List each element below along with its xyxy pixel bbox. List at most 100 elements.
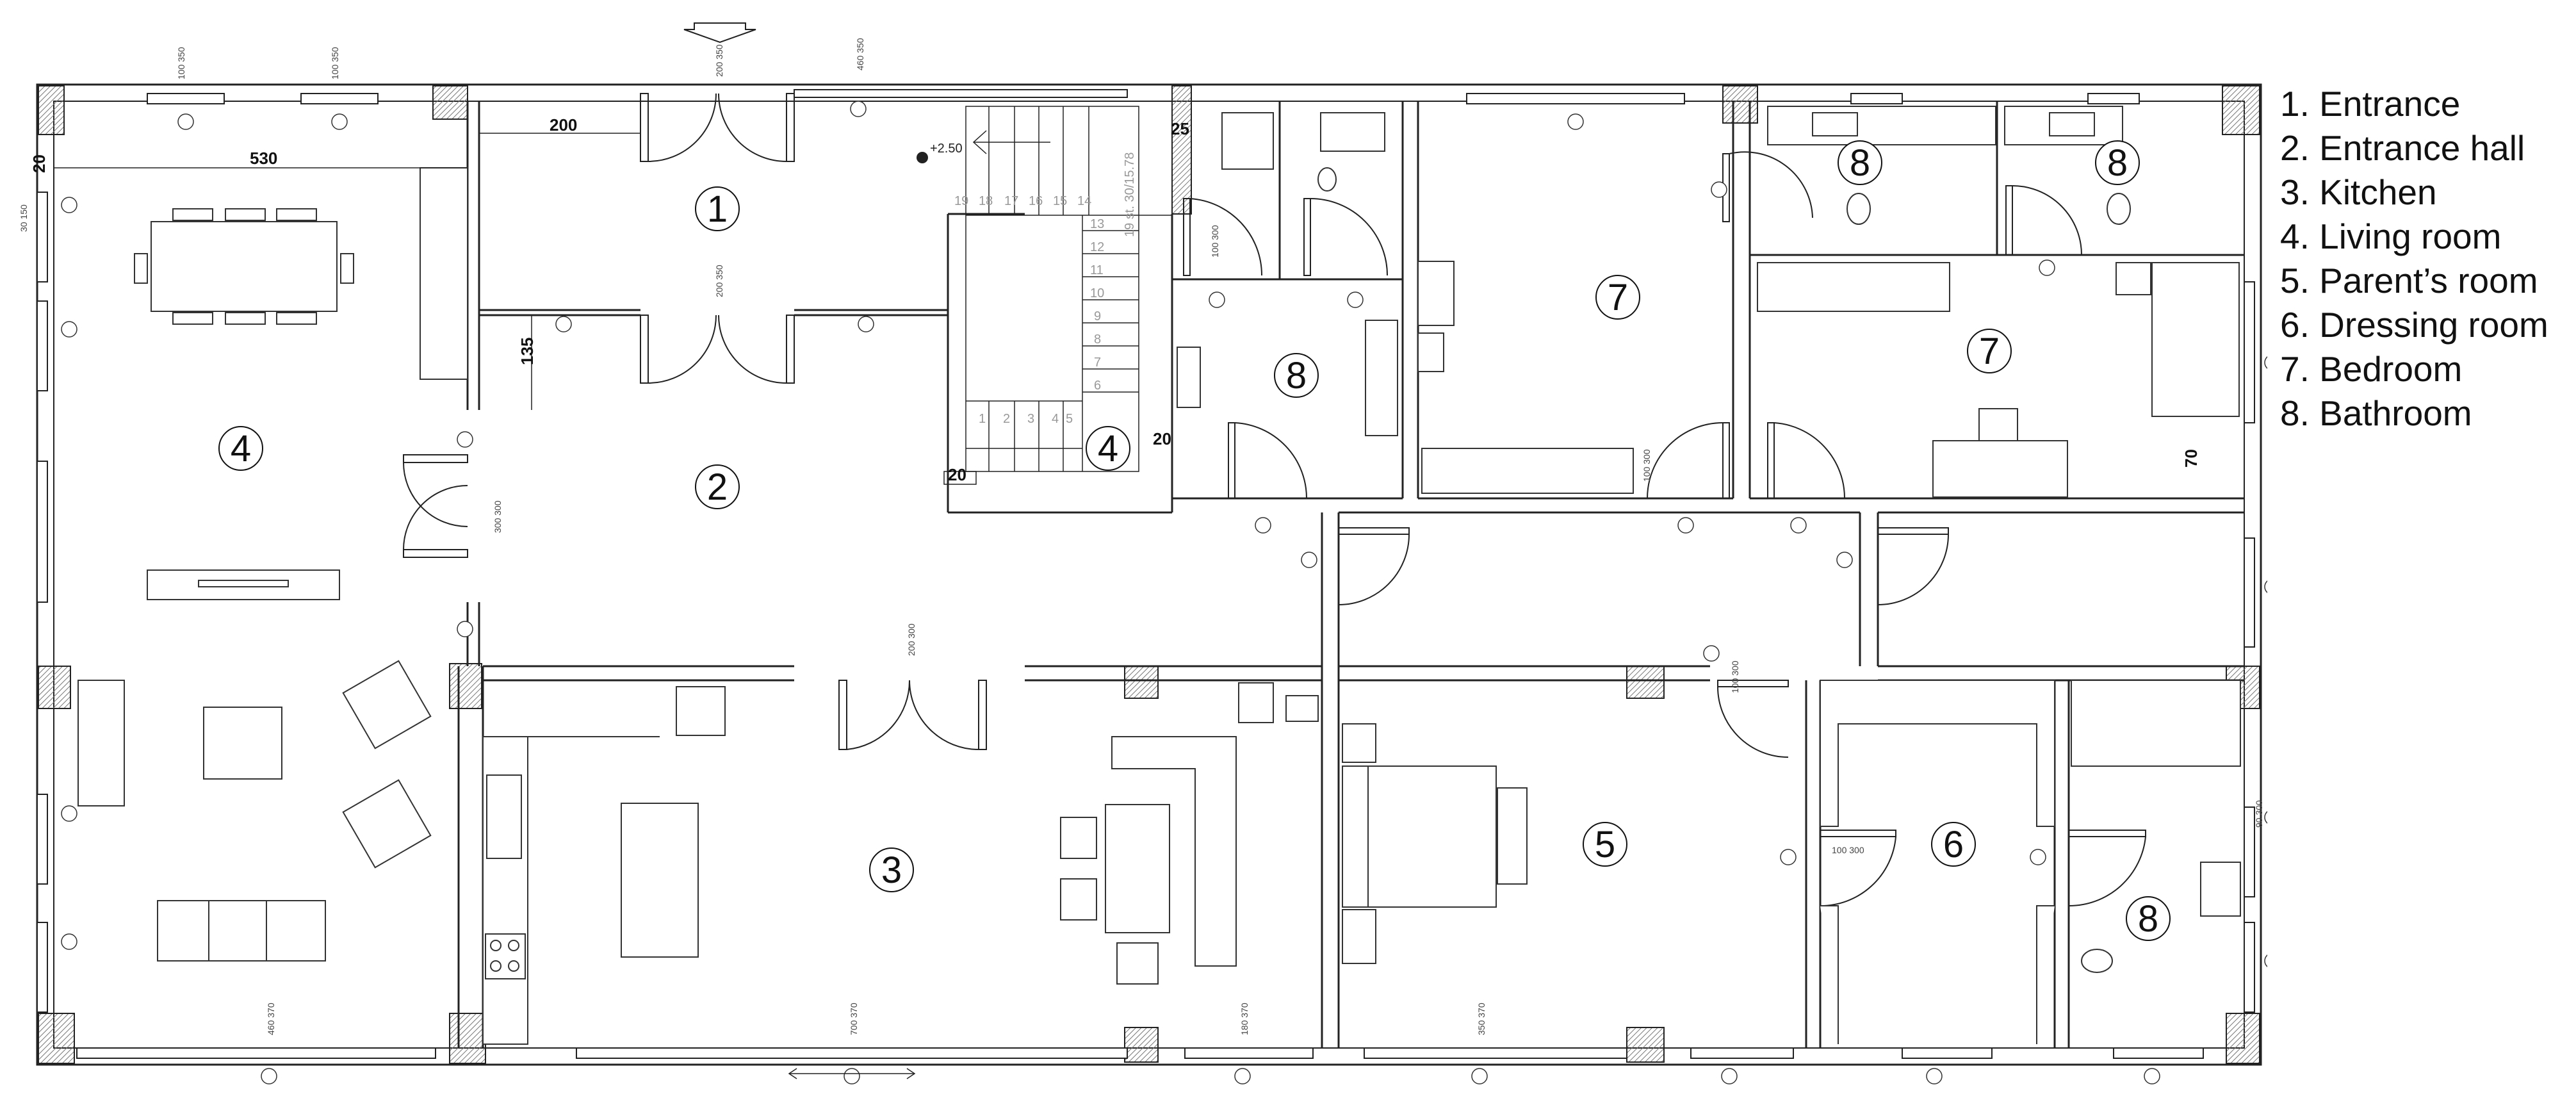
svg-text:18: 18 [979, 194, 993, 208]
windows [37, 89, 2255, 1059]
room-number-bathroom: 8 [2138, 898, 2158, 940]
room-number-entrance: 1 [707, 188, 728, 230]
svg-text:100 300: 100 300 [1210, 225, 1220, 258]
legend-item: 1. Entrance [2280, 84, 2461, 124]
stove [485, 933, 526, 979]
legend-item: 3. Kitchen [2280, 172, 2437, 212]
sink [2200, 862, 2241, 917]
furniture [77, 106, 2241, 1045]
sofa [157, 900, 326, 962]
svg-text:200 350: 200 350 [714, 265, 724, 297]
doors [403, 93, 2146, 907]
svg-text:+2.50: +2.50 [930, 142, 963, 156]
stair-numbers: 19 18 17 16 15 14 13 12 11 10 9 8 7 6 1 … [954, 152, 1137, 426]
svg-text:1: 1 [979, 412, 986, 426]
svg-text:180 370: 180 370 [1239, 1003, 1250, 1035]
svg-text:5: 5 [1066, 412, 1073, 426]
svg-text:13: 13 [1090, 217, 1104, 231]
svg-text:6: 6 [1094, 379, 1101, 393]
room-number-living-room: 4 [231, 428, 251, 470]
wardrobe [1421, 448, 1634, 494]
sink [486, 774, 522, 859]
room-numbers [218, 140, 2171, 941]
svg-text:70: 70 [2181, 449, 2201, 468]
legend-item: 7. Bedroom [2280, 349, 2463, 389]
svg-text:20: 20 [948, 465, 966, 484]
room-number-stair: 4 [1098, 428, 1118, 470]
kitchen-island [621, 803, 699, 958]
legend-item: 8. Bathroom [2280, 393, 2472, 433]
svg-text:200: 200 [550, 115, 577, 135]
svg-text:460 370: 460 370 [266, 1003, 276, 1035]
svg-text:100 350: 100 350 [176, 47, 186, 79]
room-number-kitchen: 3 [881, 849, 902, 891]
svg-text:11: 11 [1090, 263, 1104, 277]
window-tags [61, 101, 2267, 1085]
svg-text:100 300: 100 300 [1642, 449, 1652, 482]
level-mark: +2.50 [917, 142, 963, 163]
dimension-lines [54, 133, 916, 1079]
svg-text:135: 135 [518, 338, 537, 365]
svg-text:25: 25 [1171, 119, 1189, 138]
svg-text:17: 17 [1004, 194, 1018, 208]
room-number-bathroom: 8 [2107, 142, 2128, 184]
svg-text:460 350: 460 350 [855, 38, 865, 70]
legend-item: 5. Parent’s room [2280, 261, 2538, 300]
room-number-bathroom: 8 [1286, 355, 1307, 397]
structural-columns [38, 85, 2260, 1064]
svg-text:350 370: 350 370 [1476, 1003, 1487, 1035]
svg-text:15: 15 [1053, 194, 1067, 208]
svg-text:20: 20 [1153, 429, 1171, 448]
svg-text:90 300: 90 300 [2254, 800, 2264, 828]
svg-text:100 300: 100 300 [1832, 845, 1864, 855]
double-sink [1365, 320, 1398, 436]
bed [2151, 262, 2240, 417]
room-number-entrance-hall: 2 [707, 466, 728, 508]
svg-text:12: 12 [1090, 240, 1104, 254]
legend-item: 6. Dressing room [2280, 305, 2548, 345]
dining-table [151, 221, 338, 312]
svg-text:30 150: 30 150 [19, 204, 29, 232]
svg-text:20: 20 [29, 154, 49, 173]
room-number-bathroom: 8 [1850, 142, 1870, 184]
svg-text:7: 7 [1094, 356, 1101, 370]
svg-text:100 300: 100 300 [1730, 660, 1740, 693]
side-sofa [77, 680, 125, 806]
svg-text:8: 8 [1094, 332, 1101, 347]
entrance-arrow-icon [683, 22, 756, 44]
room-number-dressing-room: 6 [1943, 824, 1964, 865]
svg-text:16: 16 [1029, 194, 1043, 208]
coffee-table [203, 707, 282, 780]
room-number-labels: 1 2 3 4 4 5 6 7 7 8 8 8 8 [231, 142, 2158, 940]
legend-item: 4. Living room [2280, 217, 2502, 256]
floor-plan: 19 18 17 16 15 14 13 12 11 10 9 8 7 6 1 … [19, 22, 2267, 1085]
room-number-bedroom: 7 [1979, 331, 2000, 372]
dimension-labels: 530 200 135 20 20 25 70 20 [29, 115, 2201, 484]
svg-text:200 350: 200 350 [714, 44, 724, 77]
room-number-bedroom: 7 [1608, 277, 1628, 318]
svg-text:19: 19 [954, 194, 968, 208]
staircase [943, 106, 1172, 485]
interior-walls [457, 101, 2244, 1048]
svg-text:10: 10 [1090, 286, 1104, 300]
svg-text:14: 14 [1077, 194, 1091, 208]
dining-bench [1105, 804, 1170, 933]
svg-text:100 350: 100 350 [330, 47, 340, 79]
desk [1932, 440, 2068, 498]
svg-text:700 370: 700 370 [849, 1003, 859, 1035]
door-tags [1209, 181, 2055, 865]
legend: 1. Entrance 2. Entrance hall 3. Kitchen … [2280, 82, 2568, 436]
svg-text:3: 3 [1027, 412, 1034, 426]
svg-text:2: 2 [1003, 412, 1010, 426]
bed [1417, 261, 1455, 326]
armchair [342, 779, 432, 869]
svg-text:9: 9 [1094, 309, 1101, 323]
spec-labels: 200 350 200 350 300 300 200 300 100 300 … [19, 38, 2264, 1035]
room-number-parents-room: 5 [1595, 824, 1615, 865]
legend-item: 2. Entrance hall [2280, 128, 2525, 168]
svg-text:200 300: 200 300 [906, 623, 917, 656]
svg-text:19 st. 30/15.78: 19 st. 30/15.78 [1123, 152, 1137, 237]
svg-text:300 300: 300 300 [493, 500, 503, 533]
armchair [342, 660, 432, 749]
svg-text:530: 530 [250, 149, 277, 168]
